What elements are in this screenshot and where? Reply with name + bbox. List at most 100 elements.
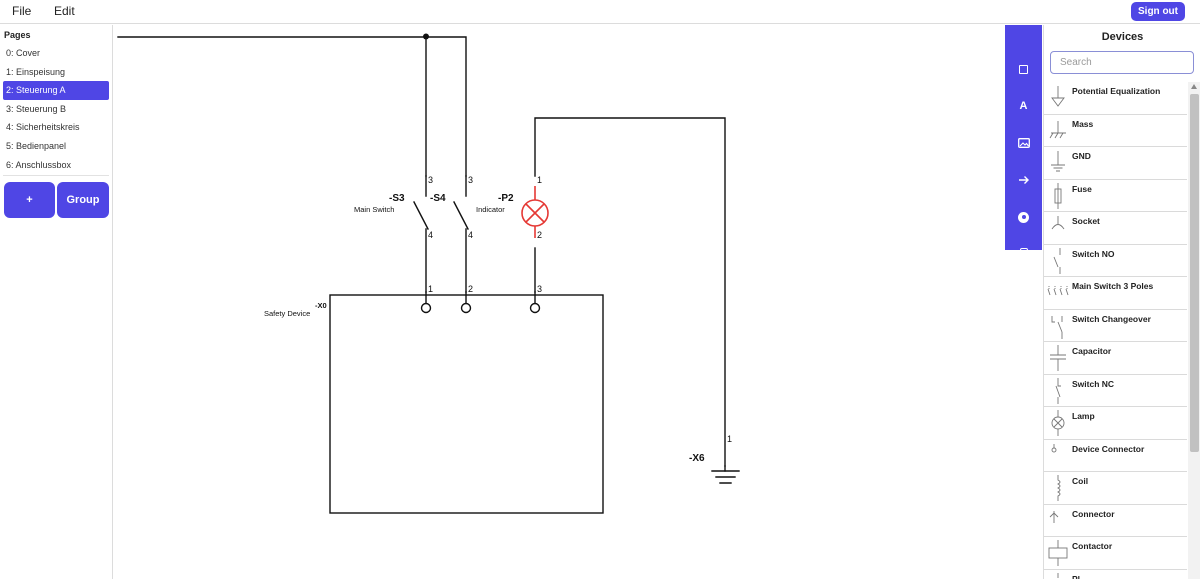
tool-circle[interactable] — [1005, 205, 1042, 229]
device-connector-icon — [1051, 443, 1057, 452]
device-label: Switch NO — [1072, 248, 1115, 259]
sign-out-button[interactable]: Sign out — [1131, 2, 1185, 21]
pages-title: Pages — [4, 30, 31, 40]
page-item[interactable]: 3: Steuerung B — [6, 103, 67, 114]
connector-icon — [1049, 510, 1059, 523]
schematic-canvas[interactable]: 3 4 3 4 1 2 1 2 3 1 -S3 Main Switch -S4 … — [114, 25, 1004, 579]
component-tag-s3: -S3 — [389, 193, 405, 204]
device-label: Socket — [1072, 216, 1100, 226]
switch-s3-symbol — [413, 175, 429, 293]
pin-label: 3 — [468, 175, 473, 185]
device-label: Pl — [1072, 573, 1081, 579]
group-button[interactable]: Group — [57, 182, 109, 218]
square-icon — [1019, 64, 1028, 74]
page-item[interactable]: 4: Sicherheitskreis — [6, 122, 80, 133]
coil-icon — [1056, 475, 1061, 501]
device-label: Capacitor — [1072, 346, 1112, 356]
lamp-p2-symbol — [521, 186, 549, 238]
wire — [425, 291, 536, 304]
device-label: Contactor — [1072, 541, 1113, 551]
schematic-drawing: 3 4 3 4 1 2 1 2 3 1 -S3 Main Switch -S4 … — [117, 33, 740, 514]
device-label: Coil — [1072, 476, 1089, 486]
page-list: 0: Cover 1: Einspeisung 2: Steuerung A 3… — [3, 44, 109, 174]
devices-panel: Devices Potential Equalization Mass GND … — [1043, 25, 1200, 579]
terminal-x0-1 — [420, 302, 432, 314]
component-tag-x6: -X6 — [689, 453, 705, 464]
device-item[interactable]: Contactor — [1044, 537, 1187, 570]
device-item[interactable]: Connector — [1044, 505, 1187, 537]
menu-edit[interactable]: Edit — [54, 4, 75, 18]
wire — [117, 36, 467, 177]
pin-label: 1 — [428, 284, 433, 294]
pin-label: 4 — [428, 230, 433, 240]
component-desc-x0: Safety Device — [264, 309, 310, 318]
page-item[interactable]: 1: Einspeisung — [6, 66, 66, 77]
scroll-up-icon[interactable] — [1191, 84, 1197, 89]
component-tag-x0: -X0 — [315, 301, 327, 310]
tool-rectangle[interactable] — [1005, 57, 1042, 81]
device-label: Connector — [1072, 508, 1115, 519]
terminal-x0-2 — [460, 302, 472, 314]
device-item[interactable]: Capacitor — [1044, 342, 1187, 375]
pages-divider — [3, 175, 109, 176]
page-item[interactable]: 0: Cover — [6, 48, 41, 58]
pages-panel: Pages 0: Cover 1: Einspeisung 2: Steueru… — [0, 25, 113, 579]
device-label: Mass — [1072, 118, 1094, 129]
device-label: Lamp — [1072, 411, 1095, 421]
device-item[interactable]: Switch NC — [1044, 375, 1187, 407]
device-item[interactable]: Socket — [1044, 212, 1187, 245]
pin-label: 4 — [468, 230, 473, 240]
tool-text[interactable]: A — [1005, 94, 1042, 118]
socket-icon — [1051, 216, 1065, 230]
device-list-scrollbar[interactable] — [1188, 82, 1200, 579]
lamp-icon — [1051, 410, 1065, 436]
tool-device[interactable] — [1005, 242, 1042, 266]
device-item[interactable]: Switch NO — [1044, 245, 1187, 277]
device-item[interactable]: Coil — [1044, 472, 1187, 505]
device-item[interactable]: Potential Equalization — [1044, 82, 1187, 115]
pin-label: 3 — [537, 284, 542, 294]
device-label: Potential Equalization — [1072, 86, 1161, 96]
tool-image[interactable] — [1005, 131, 1042, 155]
menu-file[interactable]: File — [12, 4, 32, 18]
contactor-icon — [1048, 540, 1068, 566]
component-desc-p2: Indicator — [476, 205, 505, 214]
device-item[interactable]: Mass — [1044, 115, 1187, 147]
device-item[interactable]: GND — [1044, 147, 1187, 180]
device-search-input[interactable] — [1050, 51, 1194, 74]
device-item[interactable]: Pl — [1044, 570, 1187, 579]
tool-arrow[interactable] — [1005, 168, 1042, 192]
device-list: Potential Equalization Mass GND Fuse Soc… — [1044, 82, 1187, 579]
mass-icon — [1049, 120, 1066, 138]
safety-device-box — [329, 294, 604, 514]
page-item[interactable]: 6: Anschlussbox — [6, 159, 72, 170]
device-item[interactable]: Switch Changeover — [1044, 310, 1187, 342]
switch-s4-symbol — [453, 175, 469, 293]
page-item-active[interactable]: 2: Steuerung A — [3, 81, 109, 100]
device-label: Fuse — [1072, 183, 1092, 194]
phone-icon — [1019, 248, 1028, 260]
add-page-button[interactable]: + — [4, 182, 55, 218]
main-switch-3-poles-icon — [1047, 285, 1069, 296]
device-item[interactable]: Lamp — [1044, 407, 1187, 440]
component-tag-s4: -S4 — [430, 193, 446, 204]
device-label: GND — [1072, 151, 1091, 161]
switch-changeover-icon — [1051, 315, 1063, 339]
tool-strip: A — [1005, 25, 1042, 260]
device-label: Switch Changeover — [1072, 313, 1151, 324]
wire — [534, 117, 726, 467]
potential-equalization-icon — [1051, 86, 1065, 107]
terminal-x0-3 — [529, 302, 541, 314]
pin-label: 3 — [428, 175, 433, 185]
device-item[interactable]: Main Switch 3 Poles — [1044, 277, 1187, 310]
device-label: Switch NC — [1072, 378, 1115, 389]
device-item[interactable]: Device Connector — [1044, 440, 1187, 472]
pin-label: 1 — [537, 175, 542, 185]
device-label: Main Switch 3 Poles — [1072, 281, 1154, 291]
page-item[interactable]: 5: Bedienpanel — [6, 140, 67, 151]
device-item[interactable]: Fuse — [1044, 180, 1187, 212]
switch-no-icon — [1053, 247, 1061, 274]
ground-icon — [1051, 151, 1065, 172]
scrollbar-thumb[interactable] — [1190, 94, 1199, 452]
device-icon — [1057, 572, 1059, 578]
